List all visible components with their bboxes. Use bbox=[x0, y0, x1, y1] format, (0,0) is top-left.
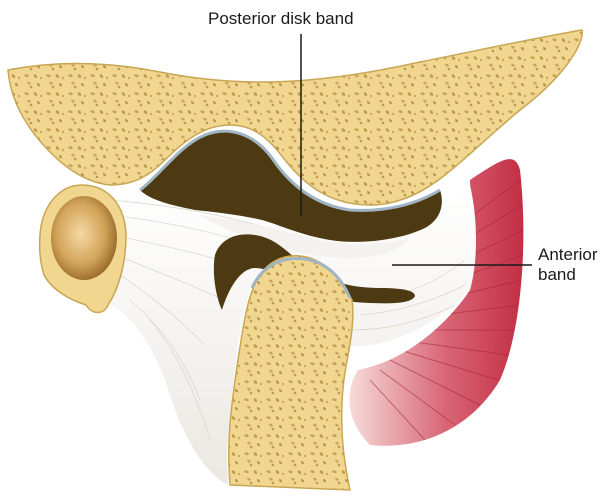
external-auditory-canal bbox=[40, 185, 126, 313]
anterior-band-label: Anterior band bbox=[538, 245, 598, 285]
posterior-disk-band-label: Posterior disk band bbox=[208, 9, 354, 29]
anterior-band-label-line1: Anterior bbox=[538, 245, 598, 265]
anterior-band-label-line2: band bbox=[538, 265, 598, 285]
